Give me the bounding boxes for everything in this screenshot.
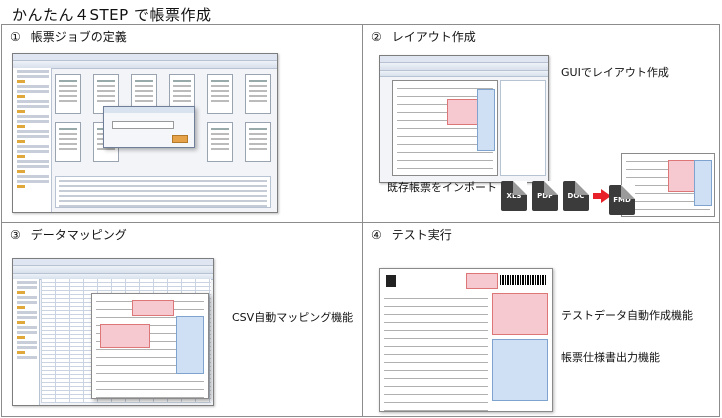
arrow-right-icon bbox=[593, 189, 611, 203]
step-4-title: テスト実行 bbox=[391, 228, 452, 242]
gui-layout-label: GUIでレイアウト作成 bbox=[561, 66, 669, 79]
xls-file-icon: XLS bbox=[501, 181, 527, 211]
step-2-number: ② bbox=[371, 30, 382, 44]
doc-file-icon: DOC bbox=[563, 181, 589, 211]
step-1-number: ① bbox=[10, 30, 21, 44]
doc-label: DOC bbox=[567, 192, 585, 200]
import-label: 既存帳票をインポート bbox=[387, 181, 497, 194]
app-menubar bbox=[13, 54, 277, 61]
step-3-heading: ③ データマッピング bbox=[10, 226, 127, 243]
job-definition-screenshot bbox=[12, 53, 278, 213]
layout-editor-screenshot bbox=[379, 55, 549, 183]
barcode bbox=[500, 275, 546, 285]
page-title: かんたん４STEP で帳票作成 bbox=[12, 6, 212, 24]
step-1-heading: ① 帳票ジョブの定義 bbox=[10, 28, 127, 45]
layout-canvas bbox=[392, 80, 498, 176]
pdf-file-icon: PDF bbox=[532, 181, 558, 211]
grid-divider-horizontal bbox=[2, 222, 719, 223]
logo-mark bbox=[386, 275, 396, 287]
step-4-panel: ④ テスト実行 テストデータ自動作成機能 帳票仕様書出力機能 bbox=[363, 223, 721, 418]
grid-divider-vertical bbox=[362, 25, 363, 416]
property-panel bbox=[500, 80, 546, 176]
test-output-preview bbox=[379, 268, 553, 412]
job-settings-dialog bbox=[103, 106, 195, 148]
job-tree bbox=[13, 68, 52, 212]
job-list bbox=[55, 176, 271, 208]
step-3-title: データマッピング bbox=[30, 228, 127, 242]
csv-mapping-label: CSV自動マッピング機能 bbox=[232, 311, 354, 324]
field-list bbox=[13, 279, 40, 405]
mapped-form-preview bbox=[91, 293, 209, 399]
step-4-heading: ④ テスト実行 bbox=[371, 226, 452, 243]
pdf-label: PDF bbox=[537, 192, 553, 200]
spec-output-label: 帳票仕様書出力機能 bbox=[561, 351, 660, 364]
fmd-file-icon: FMD bbox=[609, 185, 635, 215]
step-3-number: ③ bbox=[10, 228, 21, 242]
xls-label: XLS bbox=[506, 192, 522, 200]
app-toolbar bbox=[13, 61, 277, 69]
test-data-label: テストデータ自動作成機能 bbox=[561, 309, 693, 322]
imported-form-preview bbox=[621, 153, 715, 217]
step-2-title: レイアウト作成 bbox=[391, 30, 476, 44]
step-3-panel: ③ データマッピング CSV自動マッピング機能 bbox=[2, 223, 362, 418]
step-4-number: ④ bbox=[371, 228, 382, 242]
step-1-title: 帳票ジョブの定義 bbox=[30, 30, 127, 44]
steps-grid: ① 帳票ジョブの定義 bbox=[1, 24, 720, 417]
data-mapping-screenshot bbox=[12, 258, 214, 406]
step-1-panel: ① 帳票ジョブの定義 bbox=[2, 25, 362, 222]
step-2-heading: ② レイアウト作成 bbox=[371, 28, 476, 45]
fmd-label: FMD bbox=[613, 196, 631, 204]
